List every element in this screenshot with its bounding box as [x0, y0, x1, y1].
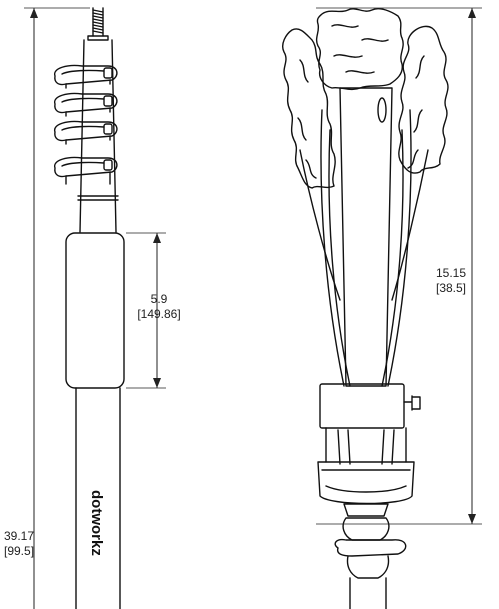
upper-collar — [319, 383, 405, 429]
threaded-tip — [87, 7, 109, 41]
dim-head-value: 15.15 — [436, 266, 466, 280]
dim-total-metric: [99.5] — [4, 544, 34, 558]
clamp-ring — [54, 120, 118, 145]
dim-grip-value: 5.9 — [151, 292, 168, 306]
dim-total-height — [24, 7, 90, 609]
dim-head-metric: [38.5] — [436, 281, 466, 295]
dim-grip-metric: [149.86] — [137, 307, 180, 321]
lower-collar — [317, 461, 415, 505]
microfiber-frond-left — [282, 28, 336, 189]
microfiber-top — [315, 7, 404, 91]
clamp-ring — [54, 92, 118, 117]
brand-logo-text: dotworkz — [88, 490, 105, 556]
angle-knuckle — [342, 517, 390, 541]
microfiber-frond-right — [398, 25, 449, 174]
dim-grip-length — [126, 232, 166, 389]
telescoping-pole — [54, 7, 125, 609]
foam-grip — [65, 232, 125, 389]
dim-head-height — [316, 7, 482, 525]
dim-total-value: 39.17 — [4, 529, 34, 543]
center-column — [339, 87, 393, 387]
clamp-ring — [54, 156, 118, 185]
cleaning-head — [282, 7, 449, 609]
clamp-ring — [54, 64, 118, 89]
